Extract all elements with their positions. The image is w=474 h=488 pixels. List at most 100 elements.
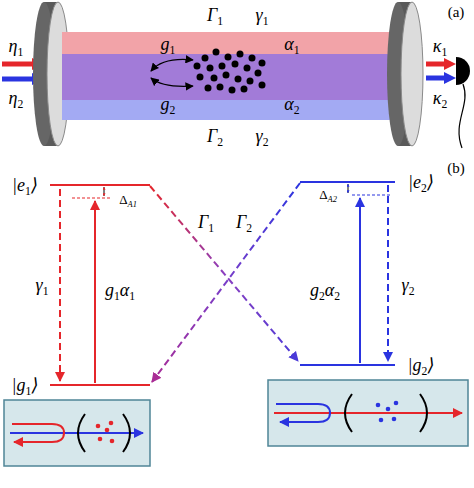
mirror-face — [401, 2, 423, 146]
decay-arrow — [59, 189, 61, 381]
subscript: 1 — [263, 15, 269, 28]
subscript: 1 — [217, 15, 223, 28]
detuning-arrow — [348, 184, 349, 193]
symbol: Γ — [198, 212, 208, 232]
symbol: γ — [256, 126, 263, 146]
symbol: Δ — [319, 187, 327, 202]
pump-label: η2 — [9, 89, 24, 107]
symbol: Δ — [119, 192, 127, 207]
overlap-band — [62, 54, 400, 100]
level-scheme-1 — [50, 185, 150, 385]
symbol: γ — [256, 5, 263, 25]
symbol: κ — [433, 36, 442, 56]
subscript: 2 — [441, 98, 447, 111]
rabi-label: g1α1 — [105, 281, 135, 299]
blue-beam — [2, 77, 34, 82]
excited-level — [50, 184, 150, 186]
subscript: 1 — [18, 46, 24, 59]
atom-cloud — [194, 49, 266, 94]
reflected-beam — [12, 424, 64, 442]
panel-label: (b) — [447, 161, 465, 176]
subscript: 2 — [409, 285, 415, 298]
symbol: η — [9, 36, 18, 56]
symbol: ⟩ — [31, 175, 38, 195]
symbol: κ — [433, 88, 442, 108]
symbol: |e — [12, 175, 25, 195]
inset-reflect-blue — [268, 380, 468, 446]
red-beam — [426, 62, 446, 67]
red-beam — [2, 62, 34, 67]
panel-label: (a) — [448, 5, 465, 20]
loss-label: κ2 — [433, 89, 447, 107]
symbol: α — [284, 34, 293, 54]
subscript: 2 — [217, 136, 223, 149]
cross-decays — [150, 183, 300, 382]
subscript: 2 — [170, 104, 176, 117]
mirror-arc — [420, 394, 427, 432]
field-label: α1 — [284, 35, 299, 53]
subscript: 2 — [334, 290, 340, 303]
symbol: g — [105, 280, 114, 300]
level-label: |e1⟩ — [12, 176, 38, 194]
subscript: 2 — [294, 104, 300, 117]
arrow-head — [444, 72, 456, 84]
atom-dots — [376, 401, 399, 423]
rate-label: Γ2 — [207, 127, 223, 145]
cross-decay-arrow — [150, 186, 298, 361]
symbol: α — [325, 280, 334, 300]
subscript: 1 — [43, 285, 49, 298]
ground-level — [300, 364, 395, 366]
decay-arrow — [387, 185, 389, 361]
subscript: 2 — [319, 290, 325, 303]
symbol: ⟩ — [31, 375, 38, 395]
reflected-beam — [276, 404, 330, 422]
rate-label: γ2 — [402, 276, 415, 294]
virtual-level — [352, 194, 392, 195]
coupling-arrows — [151, 59, 193, 86]
mirror-arc — [78, 414, 85, 452]
rate-label: Γ1 — [207, 6, 223, 24]
symbol: |g — [12, 375, 26, 395]
virtual-level — [72, 197, 110, 198]
symbol: g — [161, 34, 170, 54]
symbol: (a) — [448, 4, 465, 20]
rate-label: Γ1 — [198, 213, 214, 231]
subscript: A2 — [328, 193, 337, 203]
output-beams — [426, 57, 470, 148]
red-mode-band — [62, 32, 400, 54]
coupling-label: g2 — [161, 95, 176, 113]
subscript: A1 — [128, 198, 137, 208]
rate-label: γ2 — [256, 127, 269, 145]
detector-wire — [459, 84, 465, 148]
blue-mode-band — [62, 100, 400, 120]
blue-beam — [426, 76, 446, 81]
level-label: |g2⟩ — [408, 356, 435, 374]
symbol: (b) — [447, 160, 465, 176]
inset-box — [4, 400, 150, 466]
subscript: 1 — [208, 222, 214, 235]
level-label: |e2⟩ — [408, 173, 434, 191]
drive-arrow — [359, 198, 361, 363]
subscript: 2 — [246, 222, 252, 235]
drive-arrow — [94, 201, 96, 383]
subscript: 1 — [129, 290, 135, 303]
pump-label: η1 — [9, 37, 24, 55]
detector — [456, 57, 470, 85]
loss-label: κ1 — [433, 37, 447, 55]
rate-label: γ1 — [256, 6, 269, 24]
cross-decay-arrow — [152, 183, 300, 382]
symbol: Γ — [207, 5, 217, 25]
detuning-label: ΔA2 — [319, 188, 337, 201]
subscript: 1 — [114, 290, 120, 303]
mirror-arc — [345, 394, 352, 432]
symbol: |e — [408, 172, 421, 192]
atom-dots — [96, 421, 115, 444]
cavity-modes — [62, 32, 400, 120]
inset-box — [268, 380, 468, 446]
subscript: 2 — [18, 98, 24, 111]
symbol: |g — [408, 355, 422, 375]
coupling-label: g1 — [161, 35, 176, 53]
subscript: 1 — [441, 46, 447, 59]
